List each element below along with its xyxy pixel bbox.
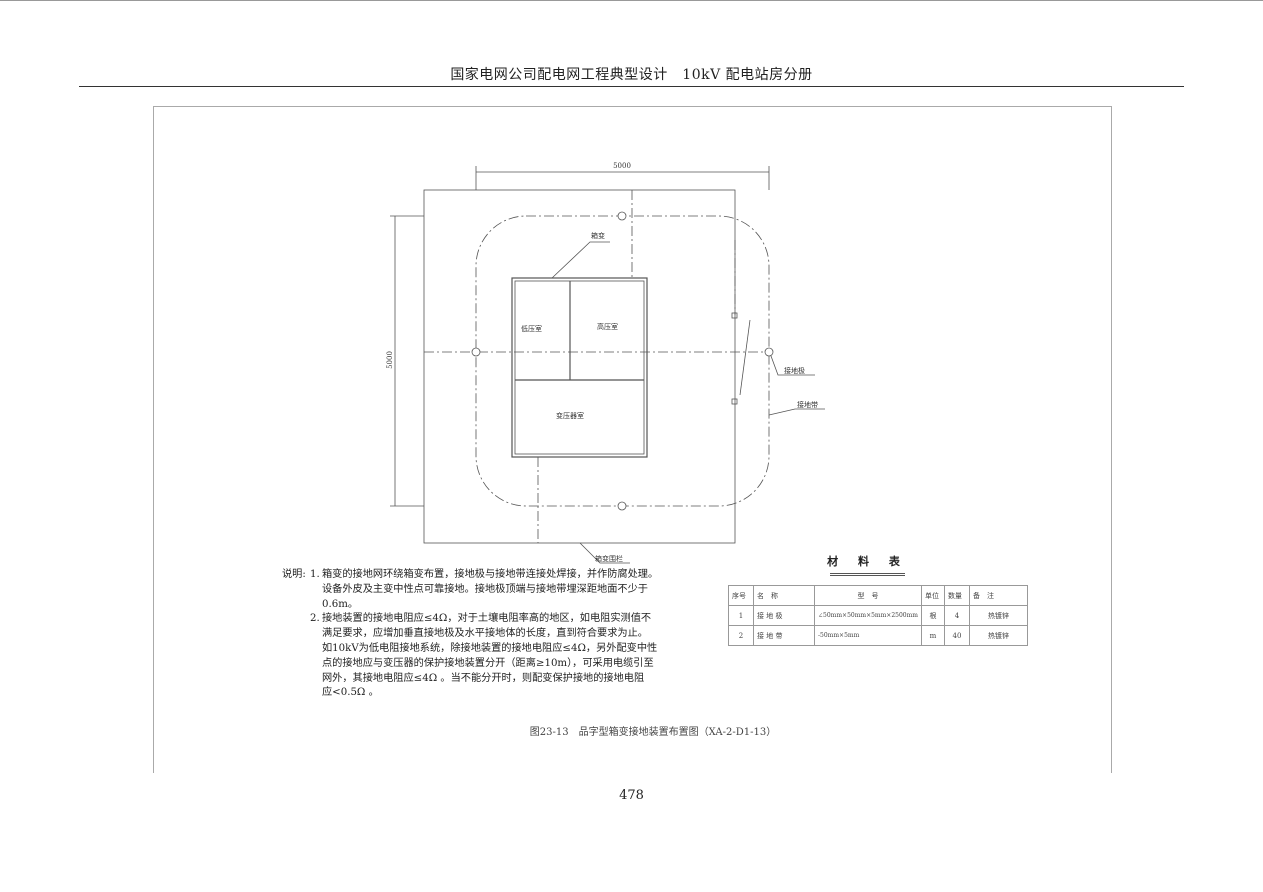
notes-label: 说明:: [282, 569, 306, 580]
header-cell: 备 注: [968, 585, 1028, 606]
table-header-row: 序号 名 称 型 号 单位 数量 备 注: [728, 585, 1028, 606]
note-number: 1.: [310, 569, 320, 580]
ground-rod-top: [617, 211, 627, 221]
cell: m: [920, 625, 945, 646]
ground-rod-label: 接地极: [784, 366, 805, 375]
box-label: 箱变: [591, 231, 605, 240]
table-row: 1 接 地 极 ∠50mm×50mm×5mm×2500mm 根 4 热镀锌: [728, 605, 1028, 626]
leader-fence: [579, 542, 630, 564]
dim-top-label: 5000: [613, 162, 631, 170]
fence-outline: [423, 189, 736, 544]
page-header: 国家电网公司配电网工程典型设计 10kV 配电站房分册: [450, 67, 813, 83]
header-rule: [79, 86, 1184, 87]
cell: 热镀锌: [968, 625, 1028, 646]
drawing-frame: [153, 106, 1112, 773]
box-transformer-inner: [514, 280, 645, 455]
materials-title-underline: [830, 573, 905, 576]
leader-test: [739, 319, 751, 396]
cell: 40: [943, 625, 970, 646]
figure-caption: 图23-13 品字型箱变接地装置布置图（XA-2-D1-13）: [529, 727, 777, 738]
top-border: [0, 0, 1263, 1]
page-number: 478: [619, 788, 644, 803]
cell: -50mm×5mm: [814, 625, 922, 646]
ground-rod-right: [764, 347, 774, 357]
test-point-2: [731, 398, 738, 405]
cell: 热镀锌: [968, 605, 1028, 626]
dim-left-label: 5000: [386, 351, 394, 369]
cell: 接 地 极: [753, 605, 815, 626]
leader-rod: [770, 355, 815, 376]
note-line: 应<0.5Ω 。: [322, 687, 379, 699]
note-line: 0.6m。: [322, 598, 359, 610]
note-line: 点的接地应与变压器的保护接地装置分开（距离≥10m），可采用电缆引至: [322, 657, 654, 669]
note-line: 如10kV为低电阻接地系统，除接地装置的接地电阻应≤4Ω，另外配变中性: [322, 642, 658, 654]
materials-table: 序号 名 称 型 号 单位 数量 备 注 1 接 地 极 ∠50mm×50mm×…: [728, 585, 1028, 646]
materials-title: 材 料 表: [827, 555, 908, 568]
ground-strip-label: 接地带: [797, 400, 818, 409]
leader-strip: [768, 408, 825, 416]
box-transformer-outer: [511, 277, 648, 458]
note-line: 箱变的接地网环绕箱变布置，接地极与接地带连接处焊接，并作防腐处理。: [322, 569, 659, 580]
ground-rod-bottom: [617, 501, 627, 511]
cell: 2: [728, 625, 754, 646]
test-point-1: [731, 312, 738, 319]
header-cell: 单位: [920, 585, 945, 606]
note-number: 2.: [310, 613, 320, 625]
ground-rod-left: [471, 347, 481, 357]
cell: 根: [920, 605, 945, 626]
cell: 4: [943, 605, 970, 626]
note-line: 满足要求，应增加垂直接地极及水平接地体的长度，直到符合要求为止。: [322, 628, 648, 640]
header-cell: 名 称: [753, 585, 815, 606]
leader-box: [551, 241, 610, 279]
transformer-room-label: 变压器室: [556, 411, 584, 420]
high-voltage-room-label: 高压室: [597, 322, 618, 331]
grounding-strip-ring: [475, 215, 770, 507]
header-cell: 数量: [943, 585, 970, 606]
fence-label: 箱变围栏: [595, 554, 623, 563]
low-voltage-room-label: 低压室: [521, 324, 542, 333]
note-line: 网外，其接地电阻应≤4Ω 。当不能分开时，则配变保护接地的接地电阻: [322, 672, 645, 684]
header-cell: 序号: [728, 585, 754, 606]
notes: 说明: 1.箱变的接地网环绕箱变布置，接地极与接地带连接处焊接，并作防腐处理。 设…: [282, 568, 702, 701]
cell: 1: [728, 605, 754, 626]
cell: 接 地 带: [753, 625, 815, 646]
header-cell: 型 号: [814, 585, 922, 606]
table-row: 2 接 地 带 -50mm×5mm m 40 热镀锌: [728, 625, 1028, 646]
note-line: 接地装置的接地电阻应≤4Ω，对于土壤电阻率高的地区，如电阻实测值不: [322, 613, 652, 625]
note-line: 设备外皮及主变中性点可靠接地。接地极顶端与接地带埋深距地面不少于: [322, 583, 648, 595]
cell: ∠50mm×50mm×5mm×2500mm: [814, 605, 922, 626]
